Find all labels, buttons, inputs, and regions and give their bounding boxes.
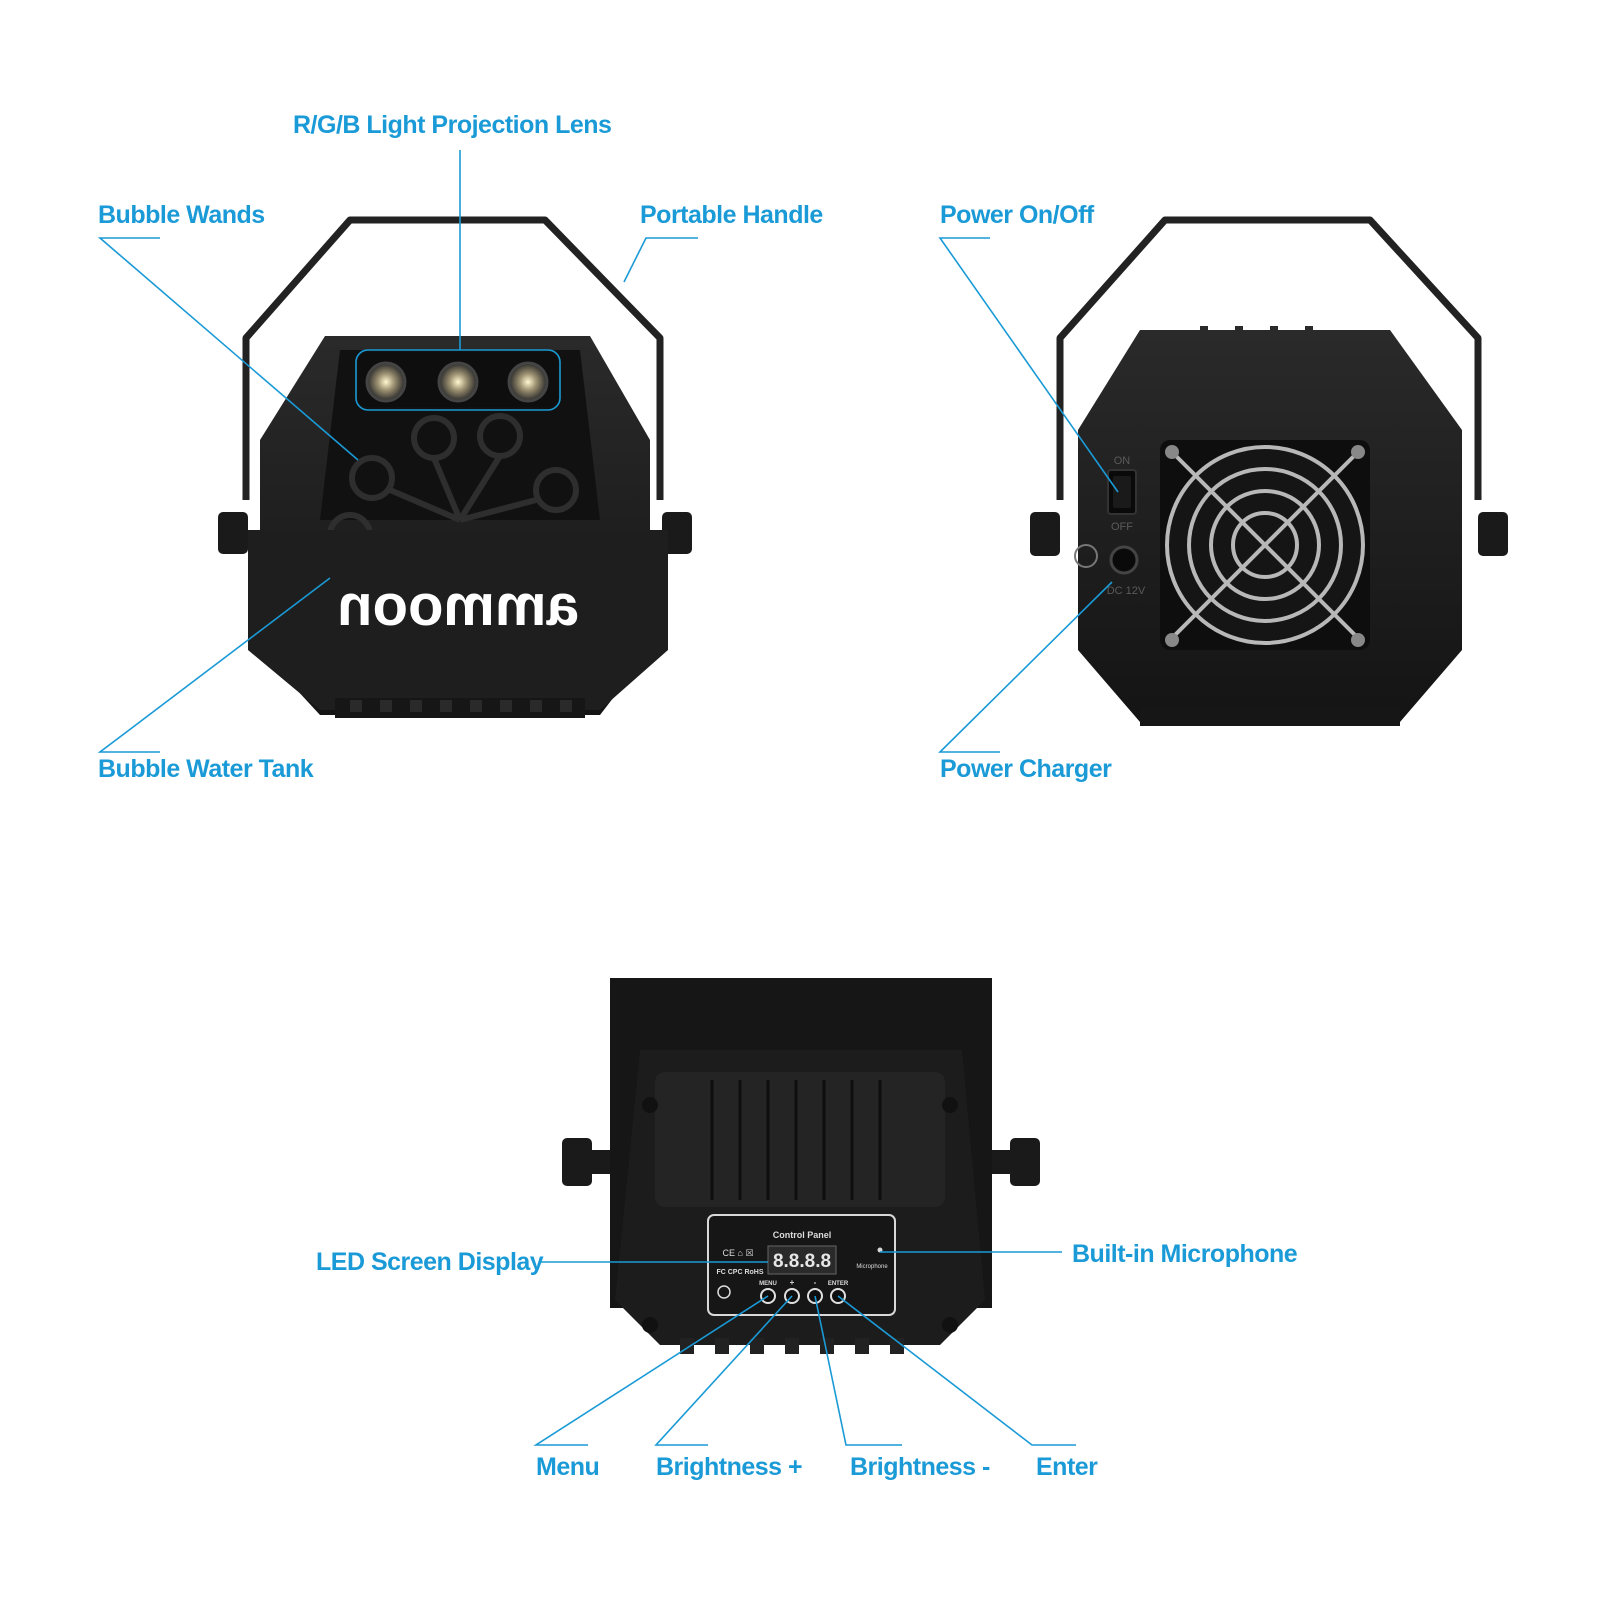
brand-logo: ammoon <box>337 573 579 638</box>
microphone-label: Microphone <box>856 1264 888 1270</box>
enter-button-label: ENTER <box>828 1281 849 1287</box>
switch-on-label: ON <box>1114 455 1131 467</box>
lens-red <box>365 361 407 403</box>
led-screen-display <box>767 1245 837 1275</box>
callout-menu: Menu <box>536 1453 600 1481</box>
rear-view-device: ON OFF DC 12V <box>1030 216 1508 726</box>
callout-power-on-off: Power On/Off <box>940 201 1094 229</box>
recycle-icon <box>717 1285 731 1299</box>
control-panel: Control Panel CE ⌂ ☒ FC CPC RoHS 8.8.8.8… <box>707 1214 896 1316</box>
minus-button-label: - <box>814 1278 817 1287</box>
callout-bubble-wands: Bubble Wands <box>98 201 265 229</box>
cooling-fan <box>1160 440 1370 650</box>
callout-rgb-light-projection-lens: R/G/B Light Projection Lens <box>293 111 612 139</box>
cert-marks-top: CE ⌂ ☒ <box>722 1248 753 1258</box>
callout-portable-handle: Portable Handle <box>640 201 823 229</box>
cert-marks-bottom: FC CPC RoHS <box>716 1269 763 1276</box>
switch-off-label: OFF <box>1111 521 1133 533</box>
dc-jack[interactable] <box>1109 545 1139 575</box>
callout-brightness-minus: Brightness - <box>850 1453 990 1481</box>
plus-button-label: + <box>790 1278 795 1287</box>
callout-builtin-microphone: Built-in Microphone <box>1072 1240 1298 1268</box>
rear-handle <box>1056 216 1482 500</box>
callout-bubble-water-tank: Bubble Water Tank <box>98 755 314 783</box>
portable-handle[interactable] <box>242 216 664 500</box>
callout-power-charger: Power Charger <box>940 755 1112 783</box>
bottom-view-device: Control Panel CE ⌂ ☒ FC CPC RoHS 8.8.8.8… <box>562 978 1040 1354</box>
callout-brightness-plus: Brightness + <box>656 1453 803 1481</box>
callout-led-screen-display: LED Screen Display <box>316 1248 544 1276</box>
lens-green <box>437 361 479 403</box>
front-view-device: ammoon <box>218 216 692 718</box>
led-digits: 8.8.8.8 <box>773 1251 831 1272</box>
leader-lines <box>97 150 1119 1446</box>
lens-blue <box>507 361 549 403</box>
control-panel-title: Control Panel <box>773 1230 832 1240</box>
disposal-symbol-icon <box>1074 544 1098 568</box>
callout-enter: Enter <box>1036 1453 1098 1481</box>
menu-button-label: MENU <box>759 1281 777 1287</box>
dc-label: DC 12V <box>1107 585 1146 597</box>
